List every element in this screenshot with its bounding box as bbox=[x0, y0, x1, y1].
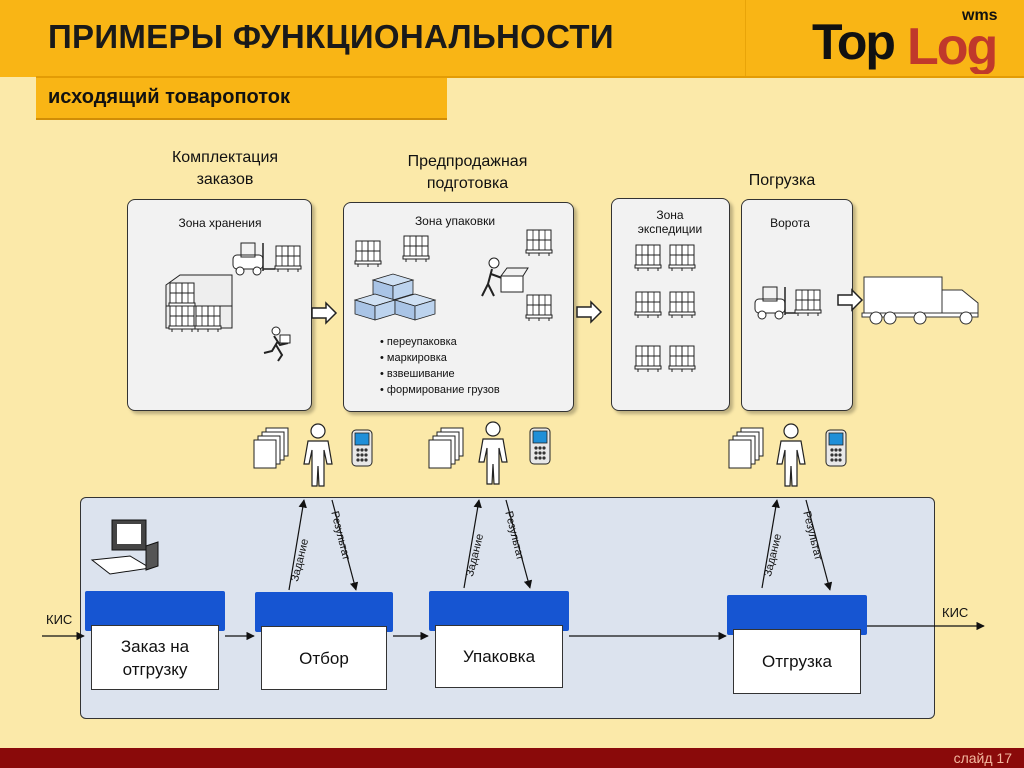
scanner-icon bbox=[351, 429, 373, 467]
documents-icon bbox=[728, 427, 764, 469]
pallet-icon bbox=[526, 295, 552, 321]
header-divider bbox=[36, 76, 1024, 78]
pallet-icon bbox=[635, 292, 661, 318]
person-icon bbox=[776, 423, 806, 487]
pallet-icon bbox=[669, 292, 695, 318]
stage-presale-line2: подготовка bbox=[426, 175, 509, 192]
forklift-icon bbox=[232, 242, 276, 276]
logo-top-text: Top bbox=[812, 14, 894, 70]
process-order: Заказ на отгрузку bbox=[85, 591, 225, 696]
process-packing-header bbox=[429, 591, 569, 631]
process-order-box: Заказ на отгрузку bbox=[91, 625, 219, 690]
expedition-label-line1: Зона bbox=[656, 208, 684, 222]
stage-presale-line1: Предпродажная bbox=[407, 153, 528, 170]
process-packing-label: Упаковка bbox=[462, 647, 536, 666]
process-picking: Отбор bbox=[255, 592, 393, 696]
arrow-icon bbox=[837, 289, 863, 311]
stage-picking-line1: Комплектация bbox=[171, 149, 279, 166]
stage-picking-title: Комплектация заказов bbox=[150, 147, 300, 191]
process-order-header bbox=[85, 591, 225, 631]
packing-zone-label: Зона упаковки bbox=[414, 214, 496, 228]
documents-icon bbox=[428, 427, 464, 469]
packing-operation-item: • взвешивание bbox=[380, 368, 455, 380]
kis-input-label: КИС bbox=[46, 612, 73, 627]
slide-number: слайд 17 bbox=[953, 750, 1012, 766]
process-picking-header bbox=[255, 592, 393, 632]
forklift-icon bbox=[754, 286, 798, 320]
packing-operation-item: • формирование грузов bbox=[380, 384, 500, 396]
packer-icon bbox=[481, 257, 529, 297]
pallet-icon bbox=[669, 346, 695, 372]
task-arrow bbox=[288, 499, 307, 591]
documents-icon bbox=[253, 427, 289, 469]
worker-icon bbox=[263, 326, 291, 362]
gate-zone-label: Ворота bbox=[770, 216, 810, 230]
stage-presale-title: Предпродажная подготовка bbox=[380, 151, 555, 195]
subtitle-banner bbox=[36, 78, 447, 120]
expedition-zone-label: Зона экспедиции bbox=[620, 208, 720, 236]
pallet-icon bbox=[669, 245, 695, 271]
arrow-icon bbox=[311, 302, 337, 324]
process-picking-label: Отбор bbox=[299, 648, 349, 668]
packing-operations-list: • переупаковка • маркировка • взвешивани… bbox=[380, 334, 500, 398]
header-logo-panel bbox=[745, 0, 1024, 77]
logo-log-text: Log bbox=[907, 18, 996, 74]
process-packing-box: Упаковка bbox=[435, 625, 563, 688]
process-shipping-header bbox=[727, 595, 867, 635]
page-title: ПРИМЕРЫ ФУНКЦИОНАЛЬНОСТИ bbox=[48, 18, 614, 55]
expedition-label-line2: экспедиции bbox=[637, 222, 703, 236]
toplog-logo: Top Log wms bbox=[812, 7, 998, 74]
task-arrow bbox=[761, 499, 780, 589]
pallet-icon bbox=[355, 241, 381, 267]
pallet-icon bbox=[275, 246, 301, 272]
result-arrow bbox=[805, 499, 833, 591]
kis-output-label: КИС bbox=[942, 605, 969, 620]
pallet-icon bbox=[526, 230, 552, 256]
storage-rack-icon bbox=[165, 274, 233, 332]
pallet-icon bbox=[635, 245, 661, 271]
process-order-line1: Заказ на bbox=[120, 636, 190, 656]
process-shipping-box: Отгрузка bbox=[733, 629, 861, 694]
page-subtitle: исходящий товаропоток bbox=[48, 86, 291, 108]
pallet-icon bbox=[635, 346, 661, 372]
pallet-icon bbox=[795, 290, 821, 316]
process-picking-box: Отбор bbox=[261, 626, 387, 690]
truck-icon bbox=[861, 276, 979, 325]
footer-bar bbox=[0, 748, 1024, 768]
result-arrow bbox=[331, 499, 359, 591]
storage-zone-label: Зона хранения bbox=[178, 216, 262, 230]
scanner-icon bbox=[825, 429, 847, 467]
process-order-line2: отгрузку bbox=[122, 659, 188, 679]
box-stack-icon bbox=[353, 273, 437, 321]
packing-operation-item: • переупаковка bbox=[380, 336, 457, 348]
arrow-icon bbox=[576, 301, 602, 323]
stage-loading-title: Погрузка bbox=[748, 172, 816, 189]
process-packing: Упаковка bbox=[429, 591, 569, 694]
task-arrow bbox=[463, 499, 482, 589]
pallet-icon bbox=[403, 236, 429, 262]
logo-wms-text: wms bbox=[961, 7, 998, 24]
packing-operation-item: • маркировка bbox=[380, 352, 447, 364]
person-icon bbox=[478, 421, 508, 485]
person-icon bbox=[303, 423, 333, 487]
stage-picking-line2: заказов bbox=[196, 171, 254, 188]
scanner-icon bbox=[529, 427, 551, 465]
process-shipping: Отгрузка bbox=[727, 595, 867, 700]
process-shipping-label: Отгрузка bbox=[761, 652, 833, 671]
computer-icon bbox=[90, 519, 159, 575]
result-arrow bbox=[505, 499, 533, 589]
